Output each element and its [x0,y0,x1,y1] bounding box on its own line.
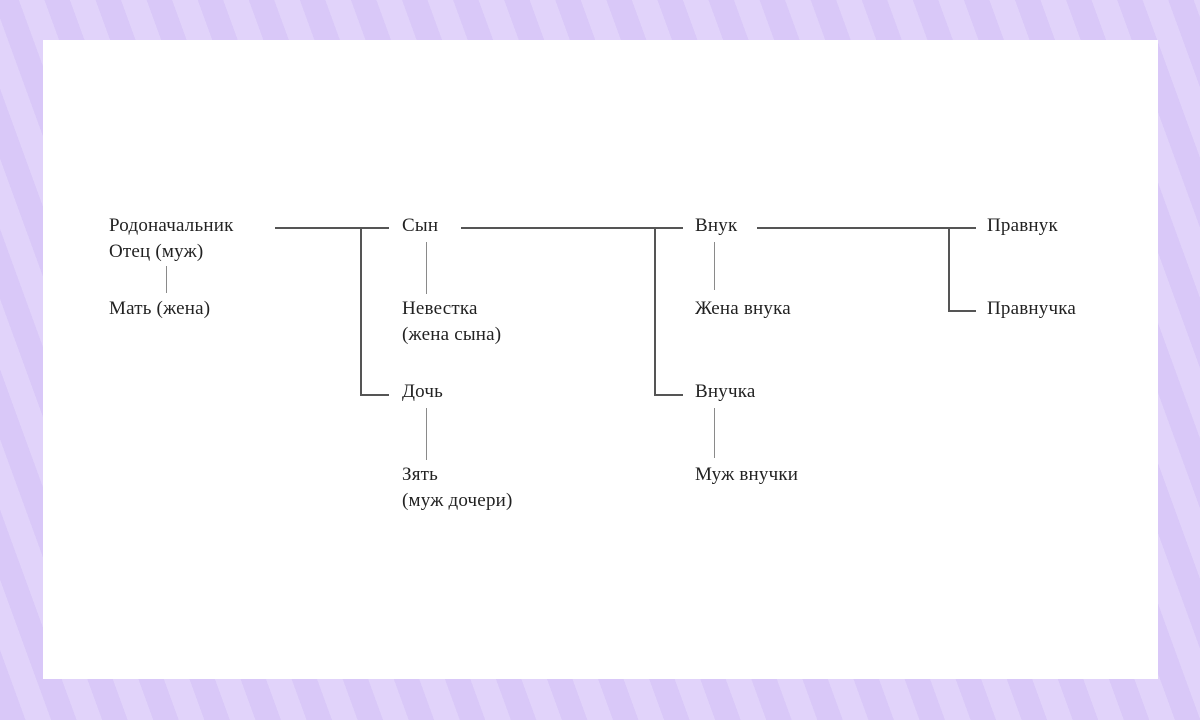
connector-founder-children-trunk [360,227,362,396]
node-granddaughter-husband: Муж внучки [695,464,799,485]
connector-founder-mother [166,266,167,293]
node-son-in-law-line2: (муж дочери) [402,490,513,511]
node-grandson: Внук [695,215,738,236]
connector-grandson-children-trunk [948,227,950,312]
node-daughter: Дочь [402,381,443,402]
diagram-panel [43,40,1158,679]
connector-grandson-great-granddaughter [948,310,976,312]
connector-founder-son [275,227,389,229]
node-daughter-in-law-line1: Невестка [402,298,478,319]
node-founder-line2: Отец (муж) [109,241,204,262]
connector-grandson-great-grandson [757,227,976,229]
connector-son-grandson [461,227,683,229]
connector-son-children-trunk [654,227,656,396]
connector-daughter-husband [426,408,427,460]
node-son-in-law-line1: Зять [402,464,439,485]
node-grandson-wife: Жена внука [695,298,791,319]
node-mother: Мать (жена) [109,298,211,319]
node-great-grandson: Правнук [987,215,1058,236]
node-daughter-in-law-line2: (жена сына) [402,324,502,345]
node-son-in-law: Зять (муж дочери) [402,462,513,514]
node-founder: Родоначальник Отец (муж) [109,213,234,265]
connector-grandson-wife [714,242,715,290]
node-founder-line1: Родоначальник [109,215,234,236]
node-daughter-in-law: Невестка (жена сына) [402,296,501,348]
node-great-granddaughter: Правнучка [987,298,1077,319]
connector-son-granddaughter [654,394,683,396]
node-son: Сын [402,215,439,236]
connector-founder-daughter [360,394,389,396]
connector-son-wife [426,242,427,294]
connector-granddaughter-husband [714,408,715,458]
node-granddaughter: Внучка [695,381,756,402]
